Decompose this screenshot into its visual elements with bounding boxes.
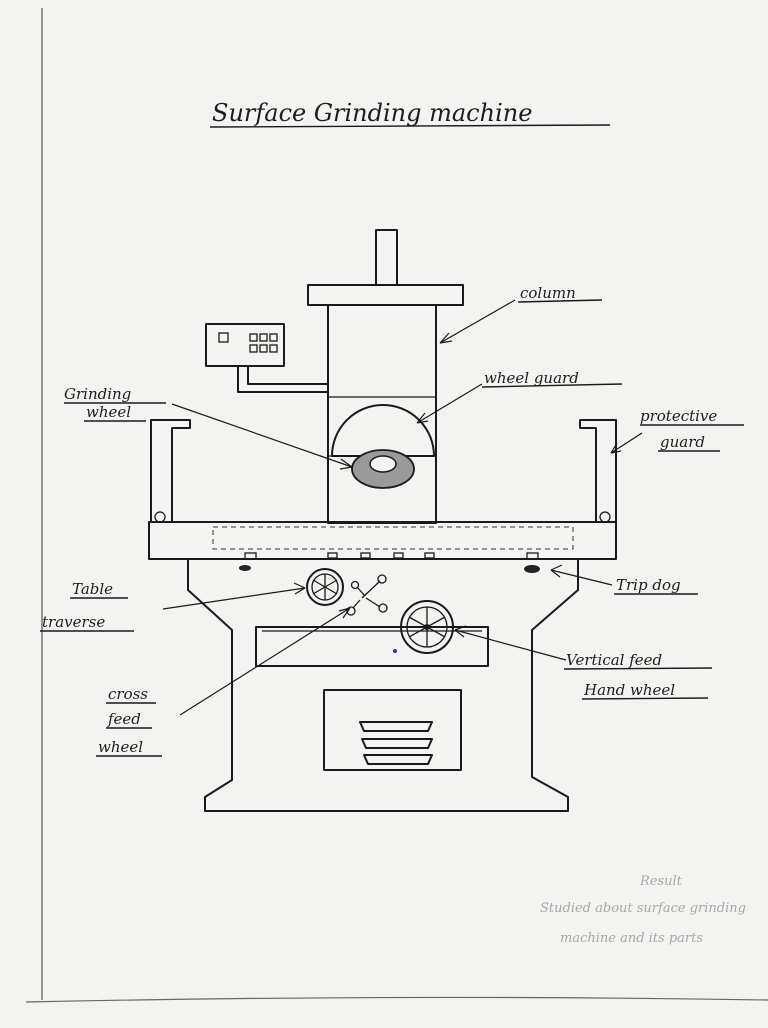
grinding-wheel-hub bbox=[369, 455, 397, 473]
vertical-feed-leader bbox=[454, 629, 567, 661]
trip-dog-leader bbox=[550, 569, 613, 586]
page-bottom-edge bbox=[25, 996, 768, 1003]
footer-line-2: machine and its parts bbox=[560, 931, 703, 946]
label-grinding: Grinding bbox=[64, 385, 131, 403]
base-vent-3 bbox=[363, 754, 433, 765]
label-traverse: traverse bbox=[42, 613, 105, 631]
control-panel-switch bbox=[218, 332, 229, 343]
work-table bbox=[148, 521, 617, 560]
protective-guard-leader bbox=[610, 432, 643, 454]
cross-feed-wheel bbox=[346, 574, 388, 616]
label-trip-dog: Trip dog bbox=[616, 576, 681, 594]
label-protective: protective bbox=[640, 407, 717, 425]
protective-guard-right bbox=[579, 419, 617, 523]
vertical-feed-hand-wheel bbox=[400, 600, 454, 654]
trip-dog-left bbox=[239, 565, 251, 571]
label-column: column bbox=[520, 284, 576, 302]
saddle bbox=[255, 626, 489, 667]
label-feed: feed bbox=[107, 710, 141, 728]
label-wheel-guard: wheel guard bbox=[484, 369, 579, 387]
control-panel-arm bbox=[237, 365, 329, 393]
label-hand-wheel: Hand wheel bbox=[583, 681, 675, 699]
column-leader bbox=[439, 299, 516, 344]
label-wheel: wheel bbox=[98, 738, 143, 756]
leader-lines bbox=[162, 299, 643, 716]
spindle-head bbox=[375, 229, 398, 286]
control-panel-box bbox=[205, 323, 285, 367]
wheel-guard bbox=[331, 404, 435, 457]
label-grinding-wheel: wheel bbox=[86, 403, 131, 421]
base-vent-1 bbox=[359, 721, 433, 732]
column bbox=[327, 304, 437, 524]
grinding-wheel-leader bbox=[171, 403, 353, 468]
label-cross: cross bbox=[108, 685, 148, 703]
table-traverse-leader bbox=[162, 587, 306, 610]
base-panel bbox=[323, 689, 462, 771]
protective-guard-left bbox=[150, 419, 191, 523]
footer-result: Result bbox=[639, 874, 683, 889]
control-panel bbox=[205, 323, 329, 393]
column-cap bbox=[307, 284, 464, 306]
wheel-guard-leader bbox=[416, 383, 483, 424]
diagram-title: Surface Grinding machine bbox=[212, 99, 532, 127]
label-table: Table bbox=[72, 580, 113, 598]
table-t-slot bbox=[212, 526, 574, 550]
machine-base bbox=[187, 558, 579, 812]
table-traverse-hand-wheel bbox=[306, 568, 344, 606]
footer-line-1: Studied about surface grinding bbox=[540, 901, 746, 916]
surface-grinding-machine bbox=[148, 229, 617, 812]
label-protective-guard: guard bbox=[660, 433, 705, 451]
trip-dog bbox=[524, 565, 540, 573]
title-underline bbox=[209, 124, 611, 128]
base-vent-2 bbox=[361, 738, 433, 749]
cross-feed-leader bbox=[179, 607, 351, 716]
label-vertical-feed: Vertical feed bbox=[566, 651, 662, 669]
